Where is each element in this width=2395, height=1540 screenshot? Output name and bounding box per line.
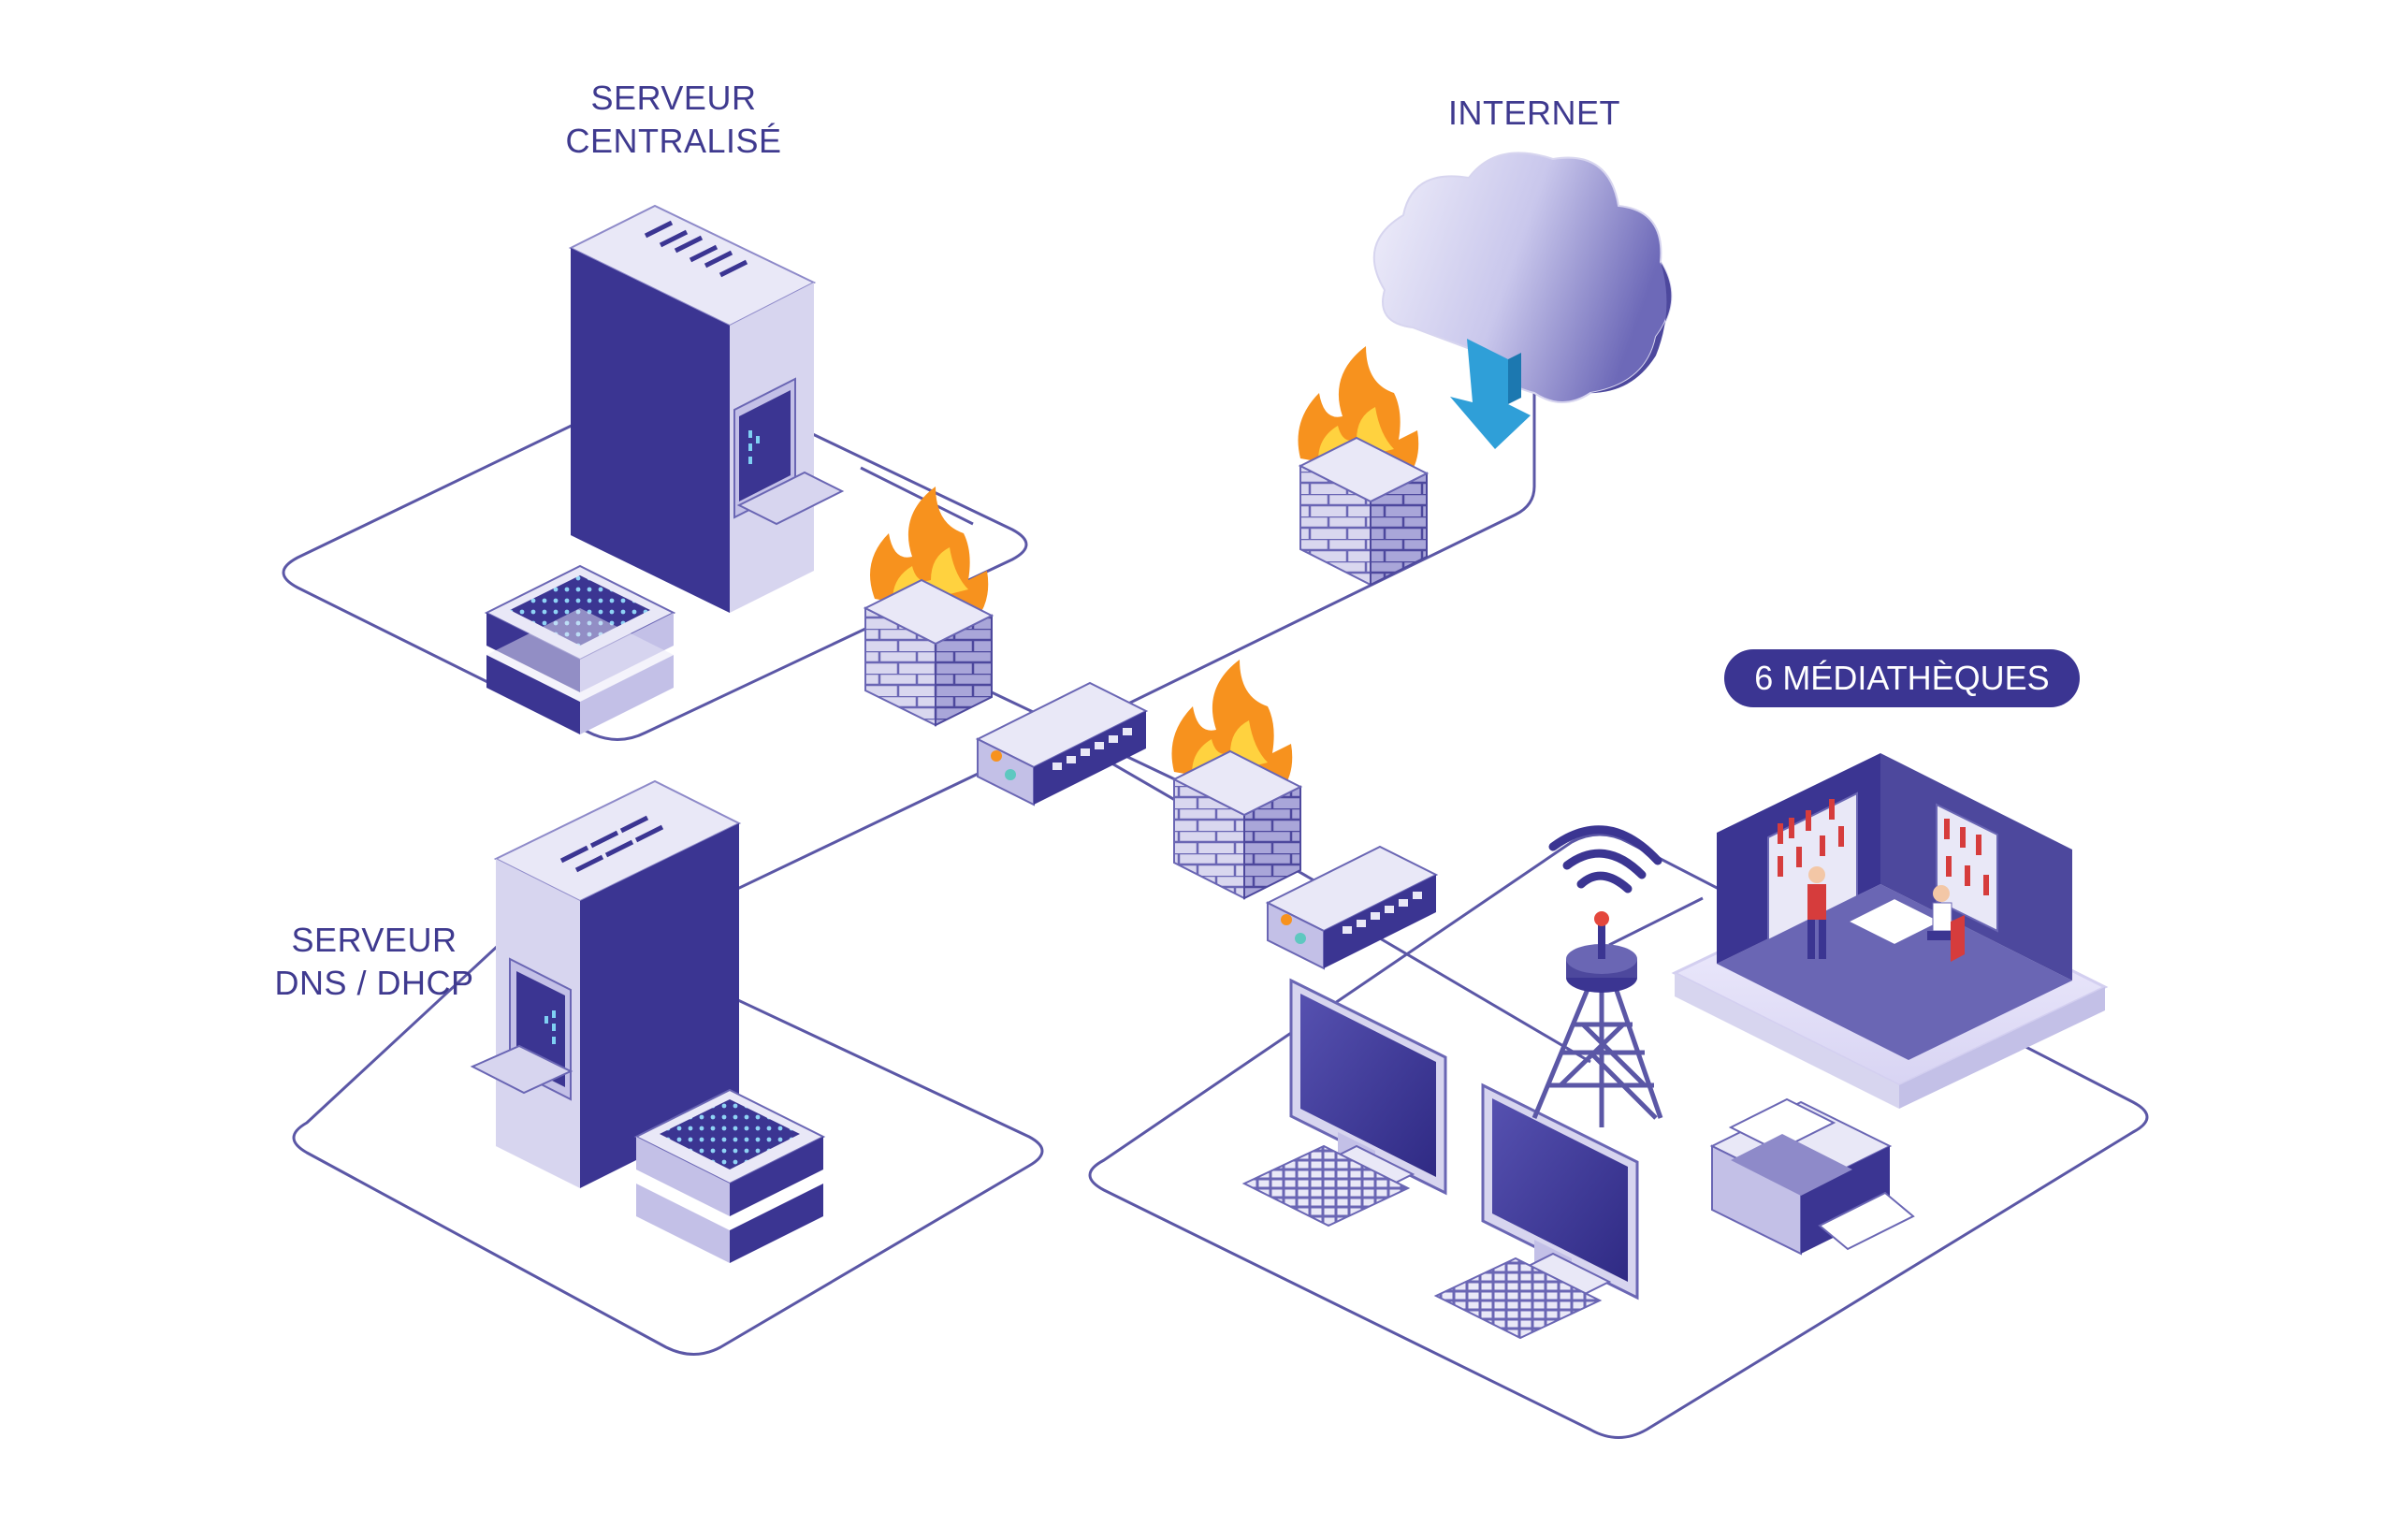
server-unit <box>633 1088 826 1263</box>
server-rack-icon <box>470 779 742 1188</box>
firewall-icon <box>863 487 994 727</box>
workstation <box>1241 978 1447 1228</box>
dns-server-label: SERVEUR DNS / DHCP <box>234 919 515 1005</box>
server-unit <box>484 564 676 734</box>
person-seated <box>1927 885 1965 962</box>
internet-label: INTERNET <box>1448 94 1620 132</box>
printer-icon <box>1709 1097 1915 1256</box>
dns-server-label-line1: SERVEUR <box>291 921 457 959</box>
central-server-label-line1: SERVEUR <box>590 79 757 117</box>
libraries-badge: 6 MÉDIATHÈQUES <box>1724 649 2080 707</box>
download-arrow-icon <box>1450 339 1531 449</box>
wifi-icon <box>1548 825 1662 893</box>
cloud-icon <box>1372 152 1673 403</box>
central-server <box>484 204 845 734</box>
library-room-icon <box>1671 753 2109 1109</box>
network-switch-icon <box>1265 845 1439 970</box>
server-rack-icon <box>568 204 845 613</box>
dns-server-label-line2: DNS / DHCP <box>274 964 474 1002</box>
firewall-icon <box>1171 660 1303 900</box>
antenna-head <box>1566 911 1637 993</box>
bookshelf <box>1767 792 1998 942</box>
person-standing <box>1807 866 1826 959</box>
network-switch-icon <box>975 681 1149 806</box>
dns-server <box>470 779 826 1263</box>
firewall-icon <box>1298 346 1430 587</box>
keyboard-icon <box>1241 1144 1411 1228</box>
central-server-label: SERVEUR CENTRALISÉ <box>524 77 823 163</box>
central-server-label-line2: CENTRALISÉ <box>565 122 782 160</box>
keyboard-icon <box>1433 1257 1603 1340</box>
workstation <box>1433 1082 1639 1340</box>
antenna-tower-icon <box>1531 981 1663 1127</box>
